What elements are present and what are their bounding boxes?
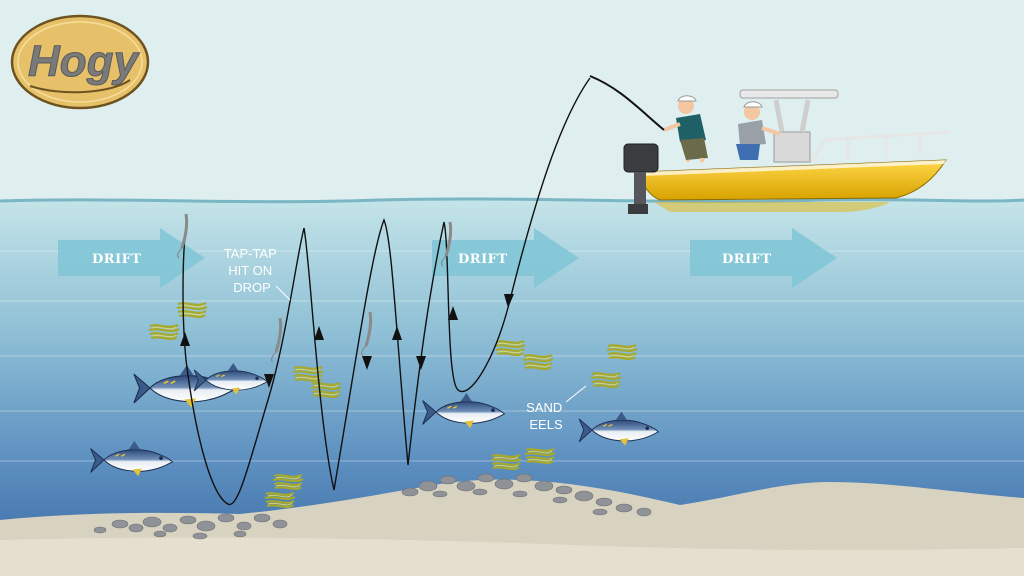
drift-label-3: DRIFT	[722, 252, 772, 267]
tap-hit-line-3: DROP	[233, 280, 271, 295]
boat-reflection	[654, 202, 890, 212]
drift-arrow-3: DRIFT	[690, 228, 837, 288]
drift-arrow-1: DRIFT	[58, 228, 205, 288]
tap-hit-line-1: TAP-TAP	[224, 246, 277, 261]
tap-hit-callout: TAP-TAP HIT ON DROP	[224, 246, 291, 301]
drift-label-1: DRIFT	[92, 252, 142, 267]
sand-eels-line-1: SAND	[526, 400, 562, 415]
outboard-motor	[623, 143, 659, 173]
svg-text:TAP-TAP HIT ON DRO: TAP-TAP HIT ON DROP	[224, 246, 280, 295]
hogy-logo: Hogy	[10, 14, 150, 110]
line-direction-arrows	[180, 294, 514, 388]
sand-eels-line-2: EELS	[529, 417, 563, 432]
angler-with-rod	[663, 95, 708, 162]
tap-hit-line-2: HIT ON	[228, 263, 272, 278]
svg-text:SAND EELS: SAND EELS	[526, 400, 566, 432]
crew-member	[736, 101, 781, 160]
drift-label-2: DRIFT	[458, 252, 508, 267]
drift-arrow-2: DRIFT	[432, 228, 579, 288]
logo-text: Hogy	[28, 37, 141, 86]
sand-highlight	[0, 537, 1024, 576]
fishing-line	[182, 77, 591, 506]
water-surface	[0, 197, 1024, 204]
fishing-rod	[589, 75, 665, 131]
sand-eels-callout: SAND EELS	[526, 385, 587, 432]
rock-pile	[93, 473, 652, 540]
boat	[623, 89, 951, 214]
